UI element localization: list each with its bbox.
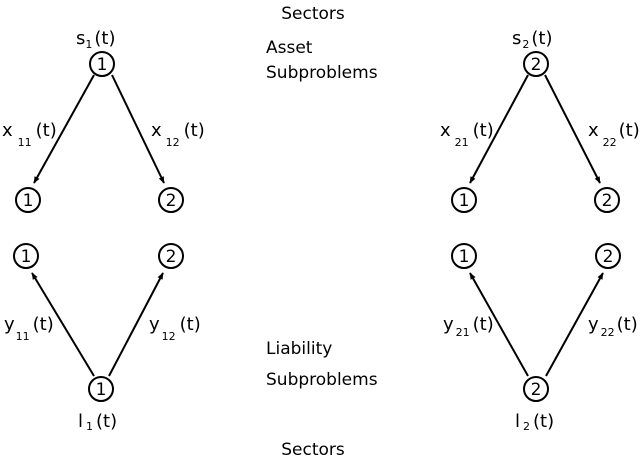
left-asset-target-node-2: 2	[158, 187, 184, 213]
left-asset-edge-2	[111, 74, 165, 184]
left-sector-group: s1(t) 1 x11(t) x12(t) 1 2 1 2	[2, 28, 205, 433]
svg-text:2: 2	[602, 191, 613, 211]
left-liability-target-node-2: 2	[158, 243, 184, 269]
svg-text:1: 1	[459, 191, 470, 211]
right-liability-target-node-2: 2	[595, 243, 621, 269]
svg-text:2: 2	[166, 247, 177, 267]
right-source-node: 2	[523, 51, 549, 77]
svg-text:1: 1	[97, 55, 108, 75]
svg-text:2: 2	[166, 191, 177, 211]
right-asset-target-node-1: 1	[451, 187, 477, 213]
right-sector-group: s2(t) 2 x21(t) x22(t) 1 2 1 2	[440, 28, 640, 433]
svg-text:1: 1	[23, 191, 34, 211]
left-source-node: 1	[89, 51, 115, 77]
svg-text:2: 2	[603, 247, 614, 267]
left-liability-edge-2-label: y12(t)	[149, 314, 201, 343]
svg-text:1: 1	[96, 380, 107, 400]
left-asset-edge-1	[33, 74, 95, 184]
right-liability-edge-2	[545, 272, 604, 377]
right-asset-edge-1-label: x21(t)	[440, 120, 494, 149]
right-sink-node: 2	[523, 376, 549, 402]
top-sectors-heading: Sectors	[281, 4, 345, 24]
asset-heading-line2: Subproblems	[266, 63, 378, 83]
left-liability-target-node-1: 1	[13, 243, 39, 269]
right-source-label: s2(t)	[512, 28, 553, 51]
right-asset-edge-1	[469, 74, 529, 184]
left-asset-edge-1-label: x11(t)	[2, 120, 57, 149]
left-source-label: s1(t)	[76, 28, 116, 51]
right-asset-edge-2-label: x22(t)	[588, 120, 640, 149]
asset-heading-line1: Asset	[266, 38, 313, 58]
left-sink-node: 1	[88, 376, 114, 402]
left-liability-edge-2	[108, 272, 164, 377]
svg-text:1: 1	[459, 247, 470, 267]
right-asset-target-node-2: 2	[594, 187, 620, 213]
liability-heading-line2: Subproblems	[266, 370, 378, 390]
svg-text:2: 2	[531, 55, 542, 75]
svg-text:2: 2	[531, 380, 542, 400]
left-asset-edge-2-label: x12(t)	[151, 120, 205, 149]
left-asset-target-node-1: 1	[15, 187, 41, 213]
right-liability-edge-1	[469, 272, 529, 377]
right-asset-edge-2	[544, 74, 601, 184]
right-liability-target-node-1: 1	[451, 243, 477, 269]
liability-heading-line1: Liability	[266, 339, 332, 359]
svg-text:1: 1	[21, 247, 32, 267]
bottom-sectors-heading: Sectors	[281, 440, 345, 460]
left-liability-edge-1	[31, 272, 95, 377]
left-liability-edge-1-label: y11(t)	[4, 314, 54, 343]
